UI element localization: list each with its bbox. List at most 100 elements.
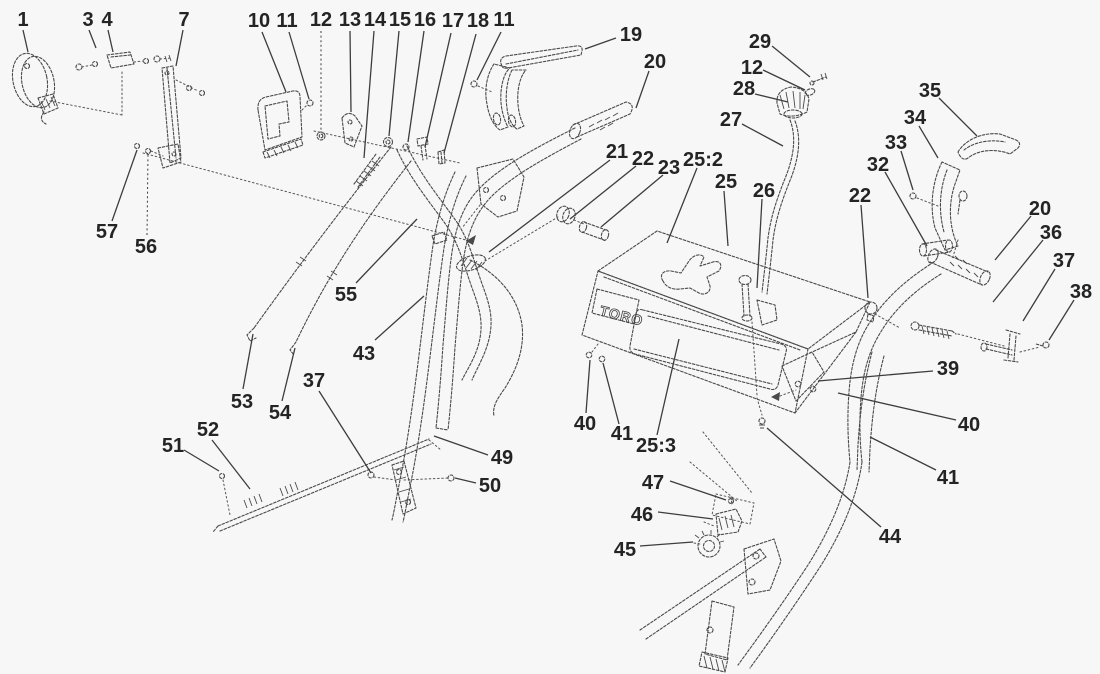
callout-35-26: 35 (919, 80, 941, 102)
callout-12-17: 12 (741, 57, 763, 79)
leader-line-40-36 (837, 392, 957, 421)
callout-22-30: 22 (849, 185, 871, 207)
callout-20-31: 20 (1029, 198, 1051, 220)
callout-33-28: 33 (885, 132, 907, 154)
leader-line-47-53 (669, 480, 727, 501)
part-51-52-rod-spring (212, 438, 442, 533)
callout-26-25: 26 (753, 180, 775, 202)
callout-54-44: 54 (269, 402, 292, 424)
leader-line-37-33 (1022, 268, 1056, 322)
callout-56-40: 56 (135, 236, 157, 258)
leader-line-25:2-23 (666, 167, 698, 244)
callout-7-3: 7 (178, 9, 189, 31)
callout-55-41: 55 (335, 284, 357, 306)
small-parts-row-12-18 (313, 112, 461, 188)
part-34-35-handle-latch (909, 133, 1021, 261)
leader-line-20-15 (635, 70, 650, 109)
callout-1-0: 1 (17, 9, 28, 31)
leader-line-11-13 (476, 31, 502, 81)
leader-line-35-26 (938, 97, 978, 137)
leader-line-3-1 (88, 29, 97, 49)
leader-line-33-28 (900, 150, 914, 191)
callout-18-12: 18 (467, 10, 489, 32)
callout-39-35: 39 (937, 358, 959, 380)
leader-line-13-7 (349, 30, 352, 113)
leader-line-34-27 (918, 125, 939, 159)
leader-line-38-34 (1048, 299, 1075, 341)
upper-handle-left-tube (435, 127, 582, 431)
callout-15-9: 15 (389, 9, 411, 31)
callout-25:3-52: 25:3 (636, 435, 676, 457)
callout-17-11: 17 (442, 10, 464, 32)
callout-50-47: 50 (479, 475, 501, 497)
callout-19-14: 19 (620, 24, 642, 46)
leader-line-18-12 (443, 33, 477, 154)
leader-line-10-4 (261, 31, 287, 93)
leader-line-52-49 (211, 439, 251, 490)
leader-line-51-48 (183, 449, 220, 472)
leader-line-36-32 (992, 239, 1044, 303)
callout-25:2-23: 25:2 (683, 149, 723, 171)
part-22-roller (556, 205, 585, 225)
callout-25-24: 25 (715, 171, 737, 193)
callout-38-34: 38 (1070, 281, 1092, 303)
callout-47-53: 47 (642, 472, 664, 494)
leader-line-37-45 (318, 390, 372, 474)
leader-line-50-47 (454, 477, 477, 484)
leader-line-22-21 (569, 165, 637, 220)
callout-22-21: 22 (632, 148, 654, 170)
callout-40-50: 40 (574, 413, 596, 435)
leader-line-53-43 (242, 333, 254, 390)
callout-21-20: 21 (606, 141, 628, 163)
callout-52-49: 52 (197, 419, 219, 441)
leader-line-23-22 (600, 174, 664, 228)
callout-49-46: 49 (491, 447, 513, 469)
callout-41-37: 41 (937, 467, 959, 489)
callout-57-39: 57 (96, 221, 118, 243)
leader-line-43-42 (374, 295, 425, 341)
part-26-shift-gate (738, 274, 778, 429)
part-20-left-grip (568, 101, 633, 140)
callout-36-32: 36 (1040, 222, 1062, 244)
part-19-bail-lever (470, 45, 583, 131)
leader-line-54-44 (281, 347, 296, 402)
callout-14-8: 14 (364, 9, 387, 31)
callout-34-27: 34 (904, 107, 927, 129)
callout-45-55: 45 (614, 539, 636, 561)
lower-joint-parts-44-47 (639, 431, 782, 673)
leader-line-15-9 (388, 30, 400, 137)
part-21-pad (456, 216, 559, 272)
part-27-shift-lever (761, 72, 828, 295)
leader-line-16-10 (407, 30, 425, 143)
leader-line-44-38 (766, 427, 882, 528)
callout-41-51: 41 (611, 423, 633, 445)
leader-line-28-18 (754, 93, 789, 103)
part-10-plate (257, 90, 314, 159)
callout-16-10: 16 (414, 9, 436, 31)
part-23-spacer (578, 221, 610, 241)
leader-line-45-55 (639, 541, 694, 547)
callout-4-2: 4 (101, 9, 113, 31)
callout-11-13: 11 (493, 9, 514, 31)
leader-line-25:3-52 (656, 338, 680, 436)
callout-37-33: 37 (1053, 250, 1075, 272)
callout-20-15: 20 (644, 51, 666, 73)
lower-handle-right-leg (737, 461, 863, 669)
callout-40-36: 40 (958, 414, 980, 436)
leader-line-7-3 (175, 29, 184, 67)
callout-43-42: 43 (353, 343, 375, 365)
leader-line-41-51 (602, 362, 620, 425)
leader-line-26-25 (756, 198, 763, 289)
lower-handle-left-leg (367, 171, 467, 523)
leader-line-1-0 (22, 29, 29, 53)
leader-line-41-37 (869, 436, 937, 471)
leader-line-39-35 (817, 370, 934, 382)
callout-44-38: 44 (879, 526, 902, 548)
part-22-carriage-bolt (864, 301, 901, 329)
leader-line-19-14 (584, 37, 617, 50)
leader-line-25-24 (723, 190, 729, 247)
leader-line-14-8 (363, 30, 375, 159)
